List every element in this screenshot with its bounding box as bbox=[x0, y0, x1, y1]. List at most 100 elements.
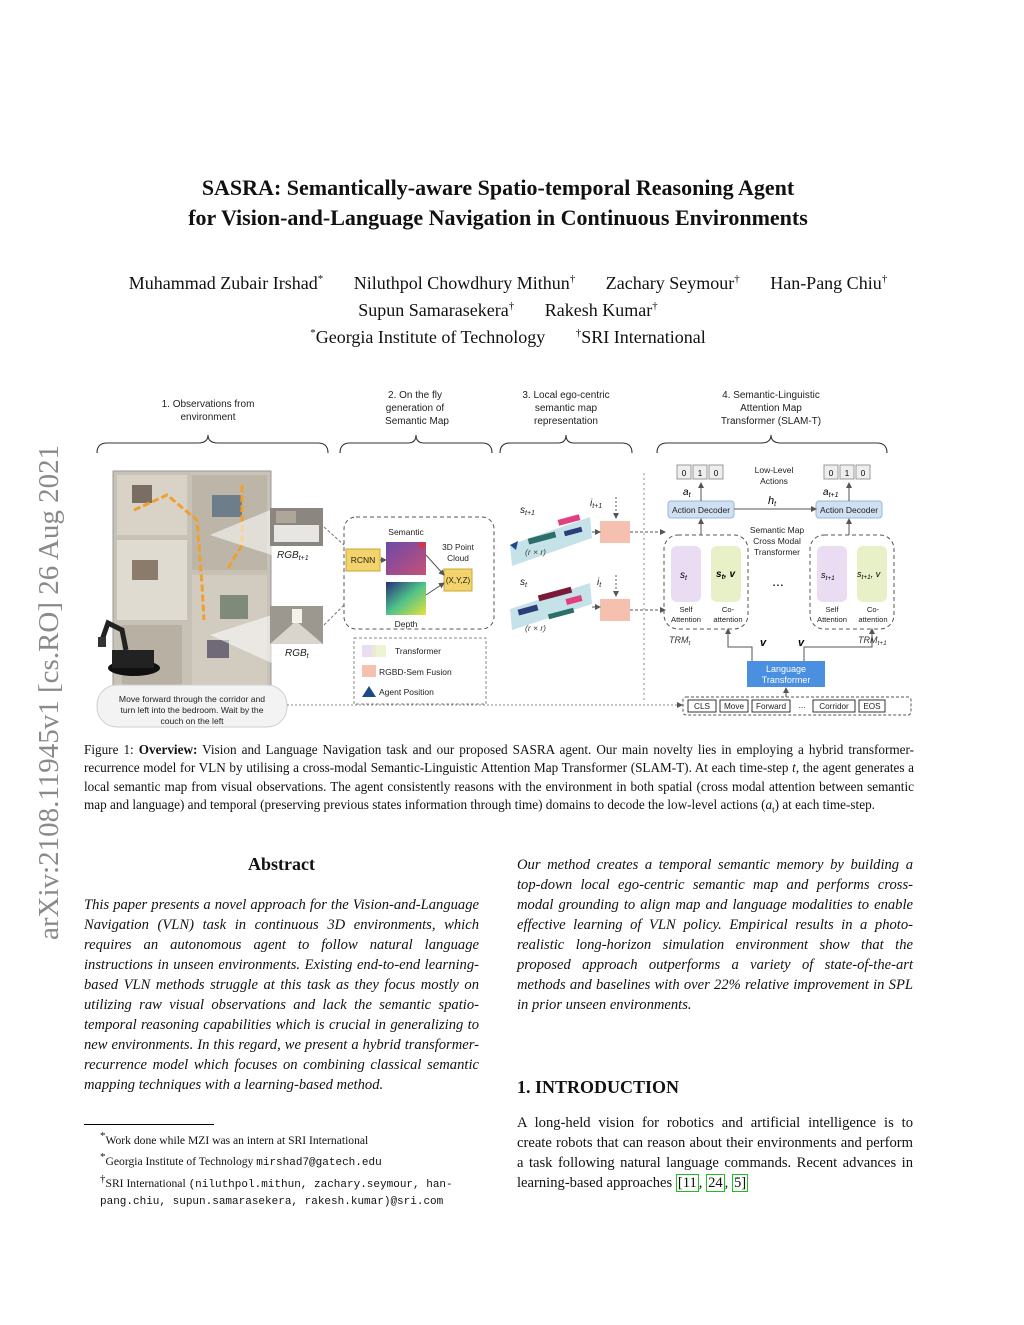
rgb-t-label: RGBt bbox=[285, 648, 310, 660]
section-1-line-2: environment bbox=[180, 412, 235, 423]
token-eos bbox=[858, 699, 886, 713]
legend-fusion-swatch bbox=[362, 665, 376, 677]
co-attn-t1-1: Co- bbox=[867, 605, 880, 614]
rgb-thumbnail-t1 bbox=[270, 508, 323, 546]
co-attention-t1 bbox=[857, 546, 887, 602]
self-attn-t1-1: Self bbox=[825, 605, 839, 614]
environment-map bbox=[112, 470, 287, 690]
a-t-label: at bbox=[683, 487, 692, 499]
co-attn-t-2: attention bbox=[713, 615, 742, 624]
co-attention-t bbox=[711, 546, 741, 602]
svg-text:0: 0 bbox=[682, 469, 687, 478]
affiliation-2: †SRI International bbox=[575, 327, 706, 347]
figure-1: 1. Observations from environment 2. On t… bbox=[92, 385, 922, 730]
rgb-t1-label: RGBt+1 bbox=[277, 550, 309, 562]
ellipsis: ... bbox=[772, 573, 784, 589]
token-ellipsis: ... bbox=[799, 701, 806, 710]
legend-agent: Agent Position bbox=[379, 687, 434, 697]
brace-3 bbox=[499, 434, 633, 454]
language-transformer-label-1: Language bbox=[766, 664, 806, 674]
citation-11[interactable]: [11 bbox=[675, 1174, 699, 1192]
local-map-t1 bbox=[510, 514, 592, 566]
rcnn-label: RCNN bbox=[351, 555, 376, 565]
v-label-1: v bbox=[760, 637, 767, 649]
introduction-heading: 1. INTRODUCTION bbox=[517, 1077, 680, 1097]
trm-t1-box bbox=[809, 534, 895, 630]
i-t1-label: it+1 bbox=[590, 498, 602, 510]
v-label-2: v bbox=[798, 637, 805, 649]
figure-caption: Figure 1: Overview: Vision and Language … bbox=[84, 742, 915, 815]
trm-t-box bbox=[663, 534, 749, 630]
svg-text:Move: Move bbox=[724, 702, 744, 711]
section-4-line-1: 4. Semantic-Linguistic bbox=[722, 390, 820, 401]
co-attn-t1-2: attention bbox=[858, 615, 887, 624]
section-2-line-1: 2. On the fly bbox=[388, 390, 442, 401]
citation-5[interactable]: 5] bbox=[731, 1174, 749, 1192]
trm-t1-label: TRMt+1 bbox=[858, 635, 887, 647]
action-decoder-t1-label: Action Decoder bbox=[820, 505, 878, 515]
token-corridor bbox=[812, 699, 856, 713]
abstract-text: This paper presents a novel approach for… bbox=[84, 897, 479, 1093]
legend: Transformer RGBD-Sem Fusion Agent Positi… bbox=[353, 637, 487, 705]
svg-text:Move forward through the corri: Move forward through the corridor and bbox=[119, 694, 265, 704]
author-6: Rakesh Kumar† bbox=[544, 300, 658, 320]
footnote-1: *Work done while MZI was an intern at SR… bbox=[100, 1130, 369, 1147]
smcmt-label-2: Cross Modal bbox=[753, 536, 801, 546]
section-2-line-2: generation of bbox=[386, 403, 445, 414]
st1v-label: st+1, v bbox=[857, 569, 881, 581]
xyz-label: (X,Y,Z) bbox=[446, 576, 471, 585]
brace-2 bbox=[339, 434, 493, 454]
agent-position-icon bbox=[362, 686, 376, 697]
footnote-3: †SRI International (niluthpol.mithun, za… bbox=[100, 1172, 453, 1208]
svg-text:1: 1 bbox=[845, 469, 850, 478]
title-line-2: for Vision-and-Language Navigation in Co… bbox=[188, 205, 808, 230]
st-label: st bbox=[680, 570, 688, 582]
footnote-2: *Georgia Institute of Technology mirshad… bbox=[100, 1150, 382, 1169]
svg-text:0: 0 bbox=[714, 469, 719, 478]
depth-image bbox=[386, 582, 426, 615]
h-t-label: ht bbox=[768, 495, 777, 508]
token-forward bbox=[751, 699, 791, 713]
rxr-label-1: (r × r) bbox=[525, 547, 546, 557]
instruction-bubble: Move forward through the corridor and tu… bbox=[96, 684, 288, 728]
rgb-thumbnail-t bbox=[270, 606, 323, 644]
paper-title: SASRA: Semantically-aware Spatio-tempora… bbox=[100, 173, 896, 233]
section-1-line-1: 1. Observations from bbox=[162, 399, 255, 410]
rxr-label-2: (r × r) bbox=[525, 623, 546, 633]
i-t-label: it bbox=[597, 577, 602, 589]
svg-text:CLS: CLS bbox=[694, 702, 710, 711]
st1-label: st+1 bbox=[821, 570, 835, 582]
local-map-t bbox=[510, 583, 592, 630]
token-cls bbox=[687, 699, 717, 713]
token-move bbox=[719, 699, 749, 713]
section-3-line-1: 3. Local ego-centric bbox=[522, 390, 609, 401]
section-4-line-2: Attention Map bbox=[740, 403, 802, 414]
stv-label: st, v bbox=[716, 569, 736, 581]
brace-1 bbox=[96, 434, 329, 454]
svg-text:Corridor: Corridor bbox=[819, 702, 849, 711]
token-container bbox=[682, 696, 912, 716]
low-level-actions-t1: 0 1 0 bbox=[823, 464, 871, 480]
action-decoder-t-label: Action Decoder bbox=[672, 505, 730, 515]
language-transformer-box bbox=[747, 661, 825, 687]
a-t1-label: at+1 bbox=[823, 487, 839, 499]
author-block: Muhammad Zubair Irshad* Niluthpol Chowdh… bbox=[80, 268, 936, 349]
fusion-box-t bbox=[600, 599, 630, 621]
svg-text:1: 1 bbox=[698, 469, 703, 478]
citation-24[interactable]: 24 bbox=[706, 1174, 725, 1192]
svg-text:Forward: Forward bbox=[756, 702, 786, 711]
semantic-map-generation-box bbox=[343, 516, 495, 630]
section-4-line-3: Transformer (SLAM-T) bbox=[721, 416, 821, 427]
robot-icon bbox=[98, 619, 160, 676]
section-3-line-3: representation bbox=[534, 416, 598, 427]
svg-text:0: 0 bbox=[861, 469, 866, 478]
section-3-line-2: semantic map bbox=[535, 403, 598, 414]
svg-text:couch on the left: couch on the left bbox=[160, 716, 224, 726]
abstract-heading: Abstract bbox=[248, 854, 315, 874]
semantic-label: Semantic bbox=[388, 527, 424, 537]
footnotes: *Work done while MZI was an intern at SR… bbox=[84, 1128, 479, 1210]
abstract-continued: Our method creates a temporal semantic m… bbox=[517, 857, 913, 1013]
smcmt-label-1: Semantic Map bbox=[750, 525, 805, 535]
arxiv-stamp: arXiv:2108.11945v1 [cs.RO] 26 Aug 2021 bbox=[8, 350, 68, 950]
author-5: Supun Samarasekera† bbox=[358, 300, 515, 320]
